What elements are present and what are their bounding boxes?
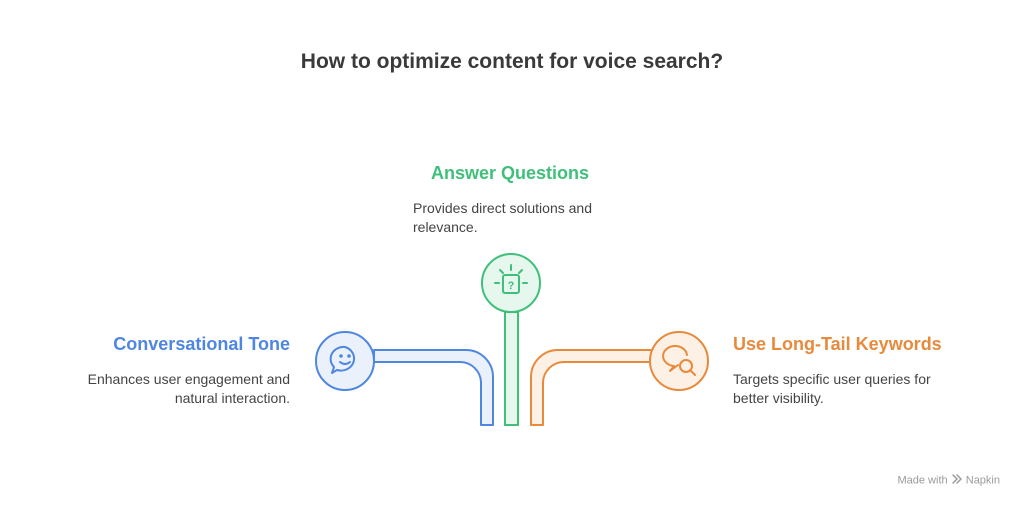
long-tail-keywords-description: Targets specific user queries for better… <box>733 371 931 406</box>
conversational-tone-icon-circle <box>315 331 375 391</box>
made-with-label: Made with <box>897 474 948 487</box>
conversational-tone-description: Enhances user engagement and natural int… <box>87 371 290 406</box>
long-tail-keywords-heading: Use Long-Tail Keywords <box>733 334 942 354</box>
answer-questions-description: Provides direct solutions and relevance. <box>413 200 592 235</box>
diagram-title: How to optimize content for voice search… <box>300 50 724 73</box>
conversational-tone-connector <box>373 349 494 426</box>
question-lightbulb-icon: ? <box>494 264 528 294</box>
smiling-speech-bubble-icon <box>329 345 356 374</box>
answer-questions-heading: Answer Questions <box>431 163 590 183</box>
napkin-brand-label: Napkin <box>965 474 1000 487</box>
answer-questions-icon-circle: ? <box>481 253 541 313</box>
answer-questions-connector <box>504 311 519 426</box>
long-tail-keywords-connector <box>530 349 653 426</box>
napkin-logo-icon <box>951 474 966 488</box>
long-tail-keywords-icon-circle <box>649 331 709 391</box>
svg-text:?: ? <box>508 280 515 292</box>
conversational-tone-heading: Conversational Tone <box>113 334 290 354</box>
speech-bubble-search-icon <box>662 345 696 376</box>
made-with-napkin-footer[interactable]: Made with Napkin <box>897 473 1000 488</box>
